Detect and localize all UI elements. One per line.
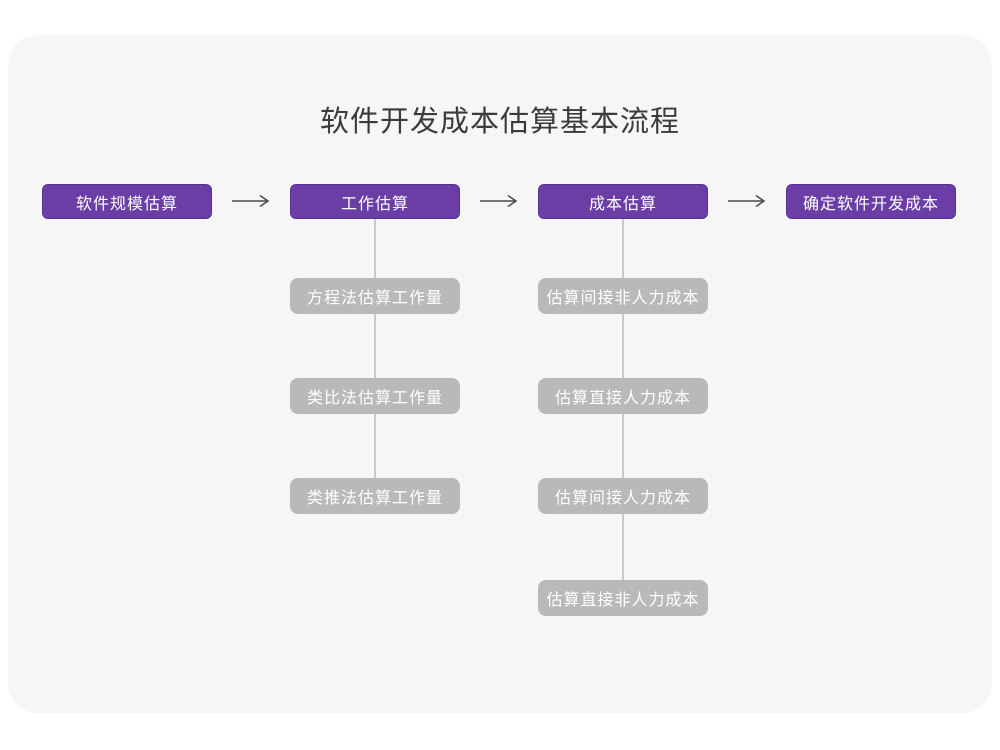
flow-node-label: 工作估算 [340, 195, 409, 213]
arrow-right-icon [479, 194, 519, 208]
sub-node-direct-nonlabor-cost: 估算直接非人力成本 [538, 580, 708, 616]
sub-node-label: 估算间接非人力成本 [546, 290, 700, 307]
sub-node-label: 估算直接非人力成本 [546, 592, 700, 609]
sub-node-indirect-labor-cost: 估算间接人力成本 [538, 478, 708, 514]
flow-node-cost-estimation: 成本估算 [538, 184, 708, 219]
sub-node-analogy-method: 类比法估算工作量 [290, 378, 460, 414]
sub-node-direct-labor-cost: 估算直接人力成本 [538, 378, 708, 414]
arrow-right-icon [231, 194, 271, 208]
diagram-card [8, 35, 992, 713]
sub-node-label: 估算间接人力成本 [554, 490, 691, 507]
sub-node-indirect-nonlabor-cost: 估算间接非人力成本 [538, 278, 708, 314]
sub-node-label: 类推法估算工作量 [306, 490, 443, 507]
flow-node-work-estimation: 工作估算 [290, 184, 460, 219]
flow-node-software-size-estimation: 软件规模估算 [42, 184, 212, 219]
diagram-title: 软件开发成本估算基本流程 [319, 106, 680, 138]
flow-node-determine-dev-cost: 确定软件开发成本 [786, 184, 956, 219]
sub-node-label: 类比法估算工作量 [306, 390, 443, 407]
work-column-connector-line [374, 219, 376, 514]
sub-node-label: 方程法估算工作量 [306, 290, 443, 307]
sub-node-label: 估算直接人力成本 [554, 390, 691, 407]
cost-column-connector-line [622, 219, 624, 610]
sub-node-equation-method: 方程法估算工作量 [290, 278, 460, 314]
sub-node-extrapolation-method: 类推法估算工作量 [290, 478, 460, 514]
arrow-right-icon [727, 194, 767, 208]
flow-node-label: 确定软件开发成本 [802, 195, 939, 213]
flow-node-label: 成本估算 [588, 195, 657, 213]
flow-node-label: 软件规模估算 [75, 195, 178, 213]
